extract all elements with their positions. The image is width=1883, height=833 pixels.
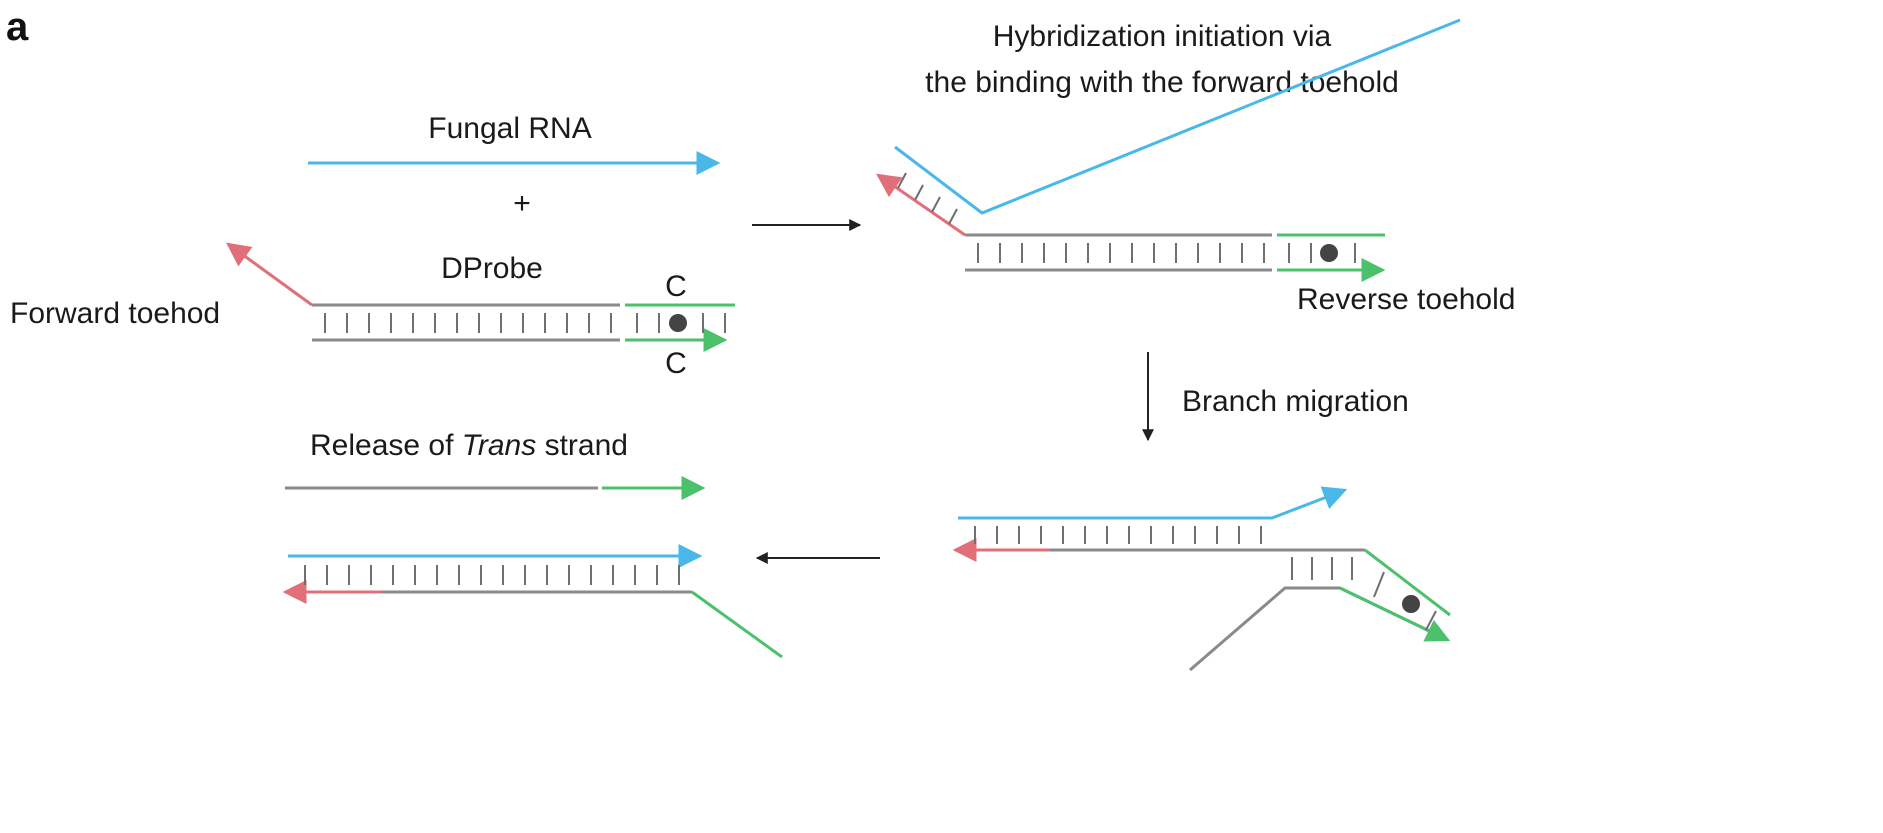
- fluorophore-dot-icon: [1402, 595, 1420, 613]
- forward-toehold-strand: [226, 242, 313, 307]
- toehold-base-pairs: [897, 172, 958, 225]
- duplex-base-pairs-3: [974, 526, 1262, 544]
- step2-hybridization-initiation: Hybridization initiation via the binding…: [876, 18, 1515, 316]
- release-label-italic: Trans: [462, 429, 536, 462]
- step4-release-trans-strand: Release of Trans strand: [282, 429, 783, 659]
- rna-strand-bound: [894, 18, 1461, 215]
- trans-strand-green-3: [1339, 586, 1451, 642]
- reverse-toehold-label: Reverse toehold: [1297, 283, 1515, 316]
- release-label: Release of Trans strand: [310, 429, 628, 462]
- fungal-rna-label: Fungal RNA: [428, 112, 591, 145]
- probe-base-pairs: [324, 313, 726, 333]
- trans-base-pairs-3: [1291, 557, 1437, 631]
- release-label-prefix: Release of: [310, 429, 462, 462]
- dprobe-label: DProbe: [441, 252, 543, 285]
- final-duplex-base-pairs: [304, 565, 680, 585]
- forward-toehold-bound: [876, 173, 966, 237]
- hybridization-label-line1: Hybridization initiation via: [993, 20, 1332, 53]
- plus-sign: +: [513, 187, 531, 220]
- branch-migration-label: Branch migration: [1182, 385, 1409, 418]
- c-label-top: C: [665, 270, 687, 303]
- step3-branch-migration: [952, 486, 1451, 672]
- probe-green-tail-final: [691, 590, 783, 659]
- panel-label: a: [6, 5, 29, 49]
- probe-green-top-3: [1364, 548, 1451, 617]
- forward-toehold-label: Forward toehod: [10, 297, 220, 330]
- fluorophore-dot-icon: [669, 314, 687, 332]
- release-label-suffix: strand: [536, 429, 628, 462]
- probe-base-pairs-2: [977, 243, 1356, 263]
- step1-fungal-rna-plus-dprobe: Fungal RNA + DProbe Forward toehod: [10, 112, 735, 380]
- rna-strand-migrating: [958, 486, 1348, 520]
- hybridization-label-line2: the binding with the forward toehold: [925, 66, 1399, 99]
- fluorophore-dot-icon: [1320, 244, 1338, 262]
- c-label-bottom: C: [665, 347, 687, 380]
